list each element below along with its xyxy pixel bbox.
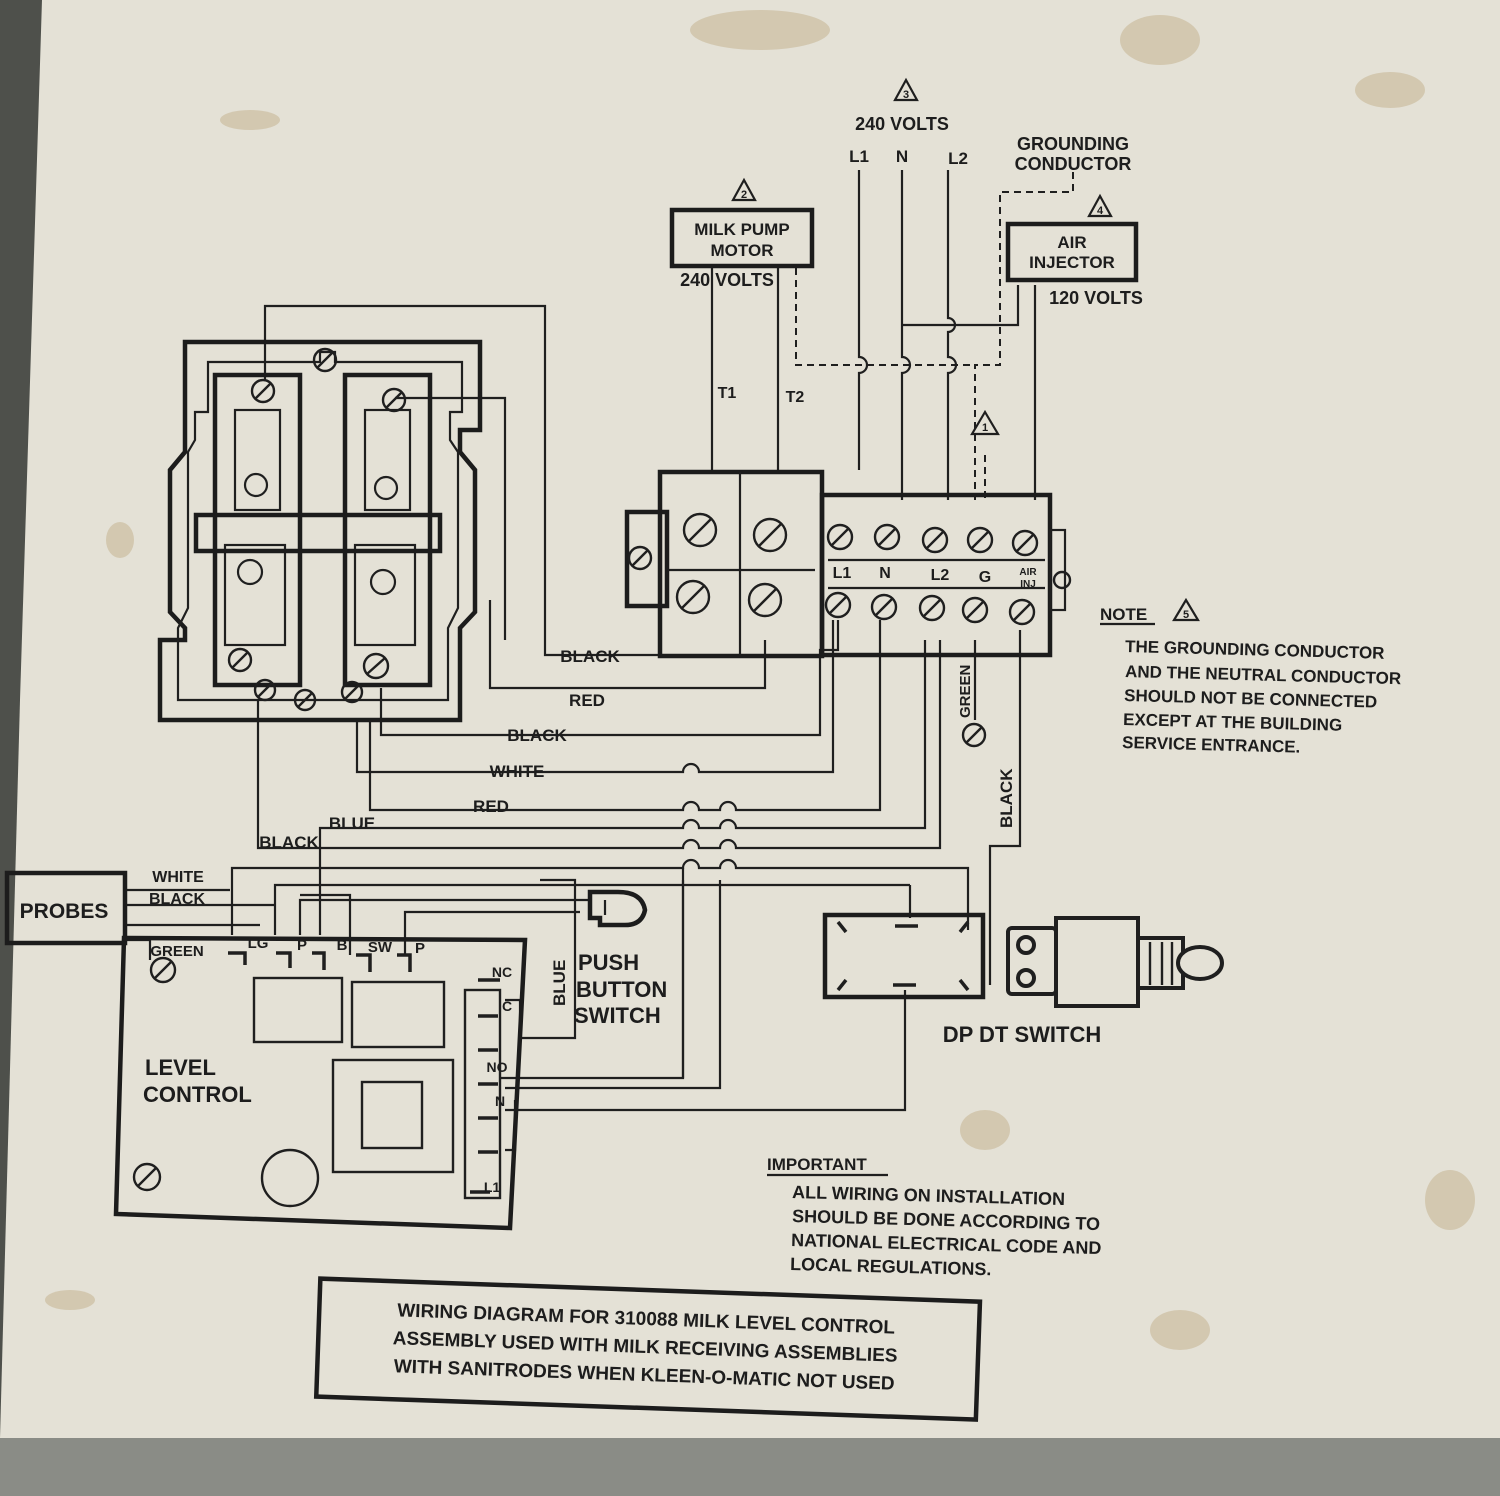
level-term-sw: SW <box>368 939 393 956</box>
grounding-line1: GROUNDING <box>1017 134 1129 154</box>
supply-n: N <box>896 147 908 166</box>
level-term-b: B <box>337 937 348 954</box>
dpdt-switch: DP DT SWITCH <box>822 912 1224 1047</box>
supply-l2: L2 <box>948 149 968 168</box>
wire-label-black-2: BLACK <box>507 726 567 745</box>
wire-label-blue: BLUE <box>329 814 375 833</box>
probes-label: PROBES <box>20 900 109 923</box>
wire-label-red-1: RED <box>569 691 605 710</box>
level-control: LG P B SW P NC C NO N L1 LEVEL CONTROL <box>113 935 528 1231</box>
relay-term-no: NO <box>487 1059 508 1075</box>
metal-edge-bottom <box>0 1438 1500 1496</box>
marker-1: 1 <box>982 422 988 434</box>
supply-volts: 240 VOLTS <box>855 114 949 134</box>
marker-3: 3 <box>903 89 909 101</box>
supply-l1: L1 <box>849 147 869 166</box>
terminal-label-inj: INJ <box>1020 579 1036 590</box>
air-injector: 4 AIR INJECTOR 120 VOLTS 1 <box>970 193 1143 436</box>
level-term-lg: LG <box>248 935 269 952</box>
terminal-label-l1: L1 <box>833 565 852 582</box>
dpdt-label: DP DT SWITCH <box>943 1022 1101 1047</box>
relay-term-l1: L1 <box>484 1179 501 1195</box>
relay-term-nc: NC <box>492 964 512 980</box>
marker-2-icon <box>731 177 757 202</box>
level-label-1: LEVEL <box>145 1055 216 1080</box>
marker-1-icon <box>970 409 1000 436</box>
wire-label-green: GREEN <box>957 665 974 718</box>
terminal-label-n: N <box>879 565 891 582</box>
wire-label-probe-green: GREEN <box>150 943 203 960</box>
wire-label-red-2: RED <box>473 797 509 816</box>
level-term-p2: P <box>415 940 425 957</box>
pump-motor: 2 MILK PUMP MOTOR 240 VOLTS T1 T2 <box>669 177 815 406</box>
push-button-switch: PUSH BUTTON SWITCH <box>574 889 667 1028</box>
pump-volts: 240 VOLTS <box>680 270 774 290</box>
marker-4-icon <box>1087 193 1113 218</box>
relay-term-n: N <box>495 1093 505 1109</box>
wire-label-black-3: BLACK <box>259 833 319 852</box>
pump-t2: T2 <box>786 389 805 406</box>
terminal-block: L1 N L2 G AIR INJ <box>624 469 1072 748</box>
terminal-label-l2: L2 <box>931 567 950 584</box>
wire-label-black-vertical: BLACK <box>997 768 1016 828</box>
push-label-1: PUSH <box>578 950 639 975</box>
injector-line2: INJECTOR <box>1029 253 1115 272</box>
wire-label-probe-white: WHITE <box>152 869 204 886</box>
terminal-label-g: G <box>979 569 991 586</box>
contactor <box>157 339 483 723</box>
wire-label-probe-black: BLACK <box>149 891 205 908</box>
note-title: NOTE <box>1100 605 1147 624</box>
push-label-2: BUTTON <box>576 977 667 1002</box>
marker-5-icon <box>1172 597 1200 622</box>
probes-box: PROBES <box>4 870 128 946</box>
pump-line1: MILK PUMP <box>694 220 789 239</box>
wire-labels: BLACK RED BLACK WHITE RED BLUE BLACK GRE… <box>149 647 1016 1006</box>
marker-4: 4 <box>1097 205 1104 217</box>
paper-stains <box>45 10 1475 1350</box>
marker-3-icon <box>893 77 919 102</box>
injector-volts: 120 VOLTS <box>1049 288 1143 308</box>
relay-term-c: C <box>502 998 512 1014</box>
grounding-line2: CONDUCTOR <box>1015 154 1132 174</box>
important-title: IMPORTANT <box>767 1155 867 1174</box>
note-line-5: SERVICE ENTRANCE. <box>1122 733 1301 757</box>
level-label-2: CONTROL <box>143 1082 252 1107</box>
wire-label-blue-vertical: BLUE <box>550 960 569 1006</box>
paper-sheet <box>0 0 1500 1440</box>
level-term-p1: P <box>297 937 307 954</box>
push-label-3: SWITCH <box>574 1003 661 1028</box>
injector-line1: AIR <box>1057 233 1086 252</box>
pump-line2: MOTOR <box>711 241 774 260</box>
supply-group: 3 240 VOLTS L1 N L2 GROUNDING CONDUCTOR <box>849 77 1132 174</box>
marker-5: 5 <box>1183 609 1189 621</box>
pump-t1: T1 <box>718 385 737 402</box>
marker-2: 2 <box>741 189 747 201</box>
wire-label-black-1: BLACK <box>560 647 620 666</box>
wire-label-white: WHITE <box>490 762 545 781</box>
terminal-label-air: AIR <box>1019 567 1037 578</box>
